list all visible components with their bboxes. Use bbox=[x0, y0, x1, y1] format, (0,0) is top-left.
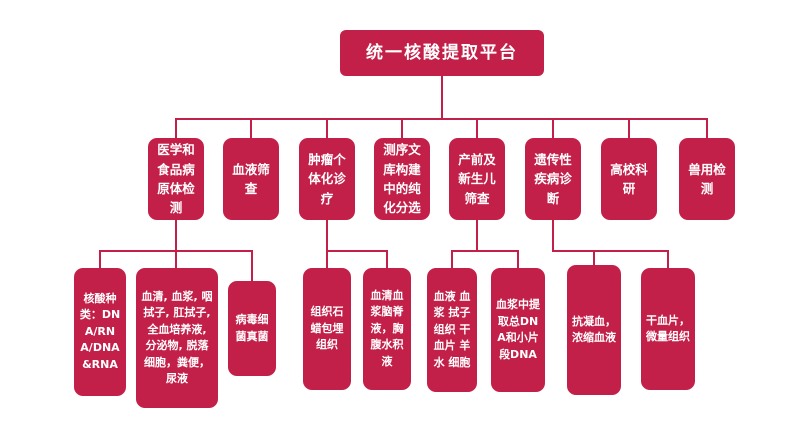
connector-line bbox=[326, 250, 388, 252]
connector-line bbox=[628, 118, 630, 138]
connector-line bbox=[250, 118, 252, 138]
leaf-tissue-paraffin-embedded: 组织石蜡包埋组织 bbox=[303, 268, 351, 390]
connector-line bbox=[326, 118, 328, 138]
connector-line bbox=[326, 220, 328, 250]
node-tumor-personalized: 肿瘤个体化诊疗 bbox=[299, 138, 355, 220]
node-university-research: 高校科研 bbox=[601, 138, 657, 220]
connector-line bbox=[451, 250, 519, 252]
leaf-dried-blood-trace-tissue: 干血片，微量组织 bbox=[641, 268, 695, 390]
connector-line bbox=[441, 76, 443, 118]
connector-line bbox=[175, 118, 708, 120]
connector-line bbox=[326, 250, 328, 268]
connector-line bbox=[593, 250, 595, 265]
connector-line bbox=[401, 118, 403, 138]
connector-line bbox=[386, 250, 388, 268]
connector-line bbox=[99, 250, 101, 268]
root-node: 统一核酸提取平台 bbox=[340, 30, 544, 76]
node-blood-screening: 血液筛查 bbox=[223, 138, 279, 220]
leaf-sample-types: 血清, 血浆, 咽拭子, 肛拭子, 全血培养液, 分泌物, 脱落细胞，粪便，尿液 bbox=[136, 268, 218, 408]
connector-line bbox=[667, 250, 669, 268]
node-genetic-disease: 遗传性疾病诊断 bbox=[525, 138, 581, 220]
leaf-virus-bacteria-fungi: 病毒细菌真菌 bbox=[228, 281, 276, 376]
connector-line bbox=[517, 250, 519, 268]
connector-line bbox=[476, 118, 478, 138]
node-prenatal-newborn: 产前及新生儿筛查 bbox=[449, 138, 505, 220]
connector-line bbox=[552, 250, 669, 252]
connector-line bbox=[552, 118, 554, 138]
leaf-plasma-total-dna: 血浆中提取总DNA和小片段DNA bbox=[491, 268, 545, 392]
leaf-nucleic-acid-types: 核酸种类：DNA/RNA/DNA&RNA bbox=[74, 268, 126, 396]
node-medical-food-pathogen: 医学和食品病原体检测 bbox=[148, 138, 204, 220]
node-veterinary-testing: 兽用检测 bbox=[679, 138, 735, 220]
leaf-serum-plasma-csf-effusion: 血清血浆脑脊液，胸腹水积液 bbox=[363, 268, 411, 390]
connector-line bbox=[175, 220, 177, 250]
leaf-anticoagulated-concentrated-blood: 抗凝血，浓缩血液 bbox=[567, 265, 621, 395]
connector-line bbox=[175, 118, 177, 138]
leaf-blood-swab-tissue-samples: 血液 血浆 拭子 组织 干血片 羊水 细胞 bbox=[427, 268, 477, 392]
connector-line bbox=[706, 118, 708, 138]
connector-line bbox=[476, 220, 478, 250]
connector-line bbox=[552, 220, 554, 250]
connector-line bbox=[451, 250, 453, 268]
connector-line bbox=[175, 250, 177, 268]
connector-line bbox=[251, 250, 253, 281]
node-sequencing-library: 测序文库构建中的纯化分选 bbox=[374, 138, 430, 220]
